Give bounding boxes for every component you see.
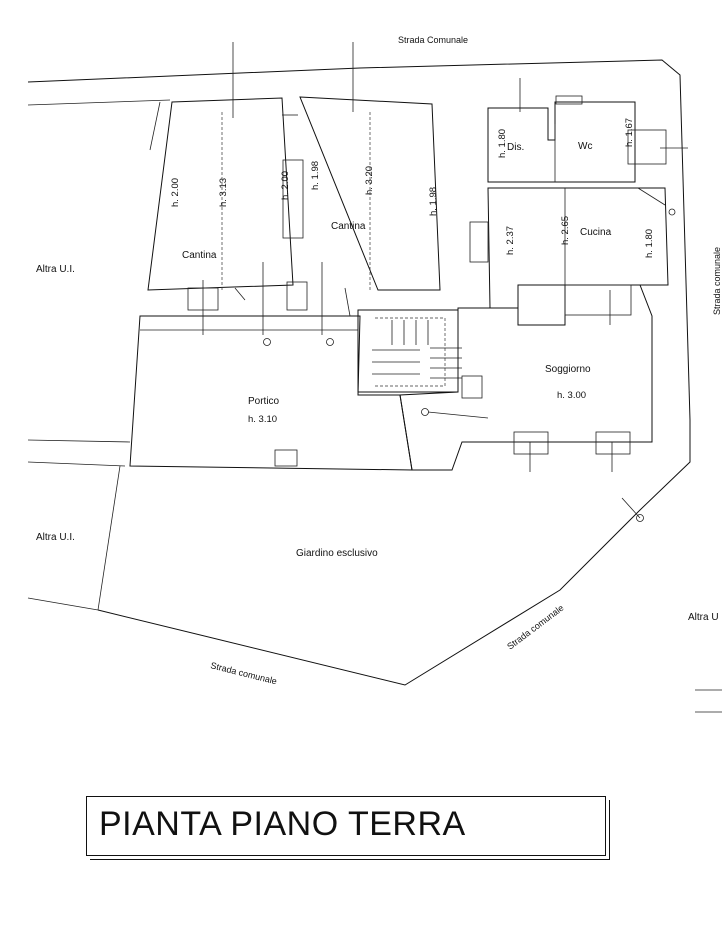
height-label-portico: h. 3.10 [248, 414, 277, 425]
neighbor-label-left-upper: Altra U.I. [36, 264, 75, 275]
height-label-237: h. 2.37 [505, 226, 516, 255]
light-fixtures [263, 208, 676, 522]
room-label-cantina-center: Cantina [331, 221, 366, 232]
room-label-wc: Wc [578, 141, 592, 152]
room-label-cucina: Cucina [580, 227, 612, 238]
section-lines [202, 42, 688, 519]
title-box: PIANTA PIANO TERRA [86, 796, 606, 856]
height-label-cucina-a: h. 2.65 [560, 216, 571, 245]
room-label-cantina-left: Cantina [182, 250, 217, 261]
height-label-cantina-center-b: h. 3.20 [364, 166, 375, 195]
room-label-dis: Dis. [507, 142, 524, 153]
building-walls [129, 95, 669, 471]
plan-title: PIANTA PIANO TERRA [99, 805, 466, 843]
height-label-cantina-left-a: h. 2.00 [170, 178, 181, 207]
height-label-soggiorno: h. 3.00 [557, 390, 586, 401]
neighbor-label-right: Altra U [688, 612, 719, 623]
room-label-portico: Portico [248, 396, 280, 407]
height-label-wc: h. 1.67 [624, 118, 635, 147]
room-label-soggiorno: Soggiorno [545, 364, 591, 375]
height-label-cantina-center-c: h. 1.98 [428, 187, 439, 216]
street-label-bottom: Strada comunale [210, 660, 278, 686]
height-label-cucina-b: h. 1.80 [644, 229, 655, 258]
property-boundaries [27, 59, 722, 713]
height-label-cantina-left-c: h. 2.00 [280, 171, 291, 200]
height-label-cantina-center-a: h. 1.98 [310, 161, 321, 190]
height-label-dis: h. 1.80 [497, 129, 508, 158]
room-label-giardino: Giardino esclusivo [296, 548, 378, 559]
street-label-right: Strada comunale [712, 247, 722, 315]
street-label-diagonal: Strada comunale [505, 603, 565, 652]
neighbor-label-left-lower: Altra U.I. [36, 532, 75, 543]
height-label-cantina-left-b: h. 3.13 [218, 178, 229, 207]
street-label-top: Strada Comunale [398, 35, 468, 45]
